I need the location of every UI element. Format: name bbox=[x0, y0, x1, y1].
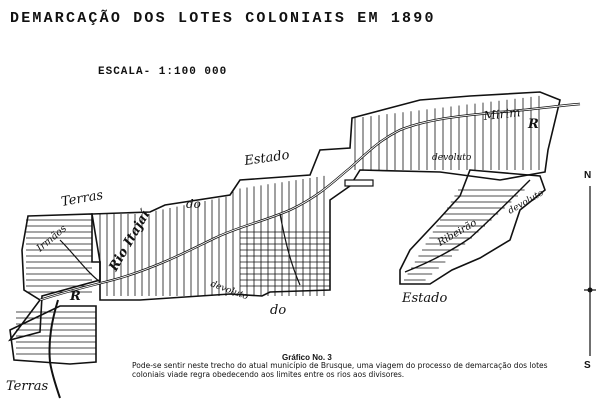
label-river-r: R bbox=[69, 289, 81, 304]
lot-strip-west bbox=[7, 213, 101, 342]
map-title: DEMARCAÇÃO DOS LOTES COLONIAIS EM 1890 bbox=[10, 10, 436, 27]
lot-strip-southwest bbox=[9, 305, 97, 365]
lot-strip-central bbox=[91, 91, 561, 301]
label-rio-itajai: Rio Itajaí bbox=[106, 206, 154, 275]
compass-south: S bbox=[584, 360, 591, 371]
label-estado-top: Estado bbox=[242, 148, 290, 169]
label-mirim: Mirim bbox=[482, 105, 521, 123]
label-do-bottom: do bbox=[270, 303, 286, 318]
river-tributary-center bbox=[279, 213, 301, 286]
lot-divisions-horizontal bbox=[16, 189, 525, 355]
map-scale: ESCALA- 1:100 000 bbox=[98, 66, 228, 78]
label-terras-top: Terras bbox=[60, 188, 104, 210]
caption-heading: Gráfico No. 3 bbox=[282, 353, 332, 362]
river-south bbox=[48, 299, 61, 399]
river-tributary-north bbox=[59, 239, 101, 283]
label-river-r2: R bbox=[527, 117, 539, 132]
label-estado-bottom: Estado bbox=[401, 291, 447, 306]
caption-text: Pode-se sentir neste trecho do atual mun… bbox=[132, 361, 548, 379]
label-devoluto-1: devoluto bbox=[209, 279, 250, 302]
label-terras-bottom: Terras bbox=[6, 379, 49, 394]
label-do: do bbox=[186, 197, 201, 211]
river-tributary-east bbox=[404, 179, 531, 273]
lot-strip-east bbox=[399, 169, 546, 285]
marker-box bbox=[344, 179, 374, 187]
label-devoluto-2: devoluto bbox=[432, 153, 472, 163]
lot-divisions-vertical bbox=[99, 95, 540, 296]
river-main-inner bbox=[39, 103, 581, 301]
compass-north: N bbox=[584, 170, 592, 181]
label-devoluto-3: devoluto bbox=[507, 188, 547, 217]
